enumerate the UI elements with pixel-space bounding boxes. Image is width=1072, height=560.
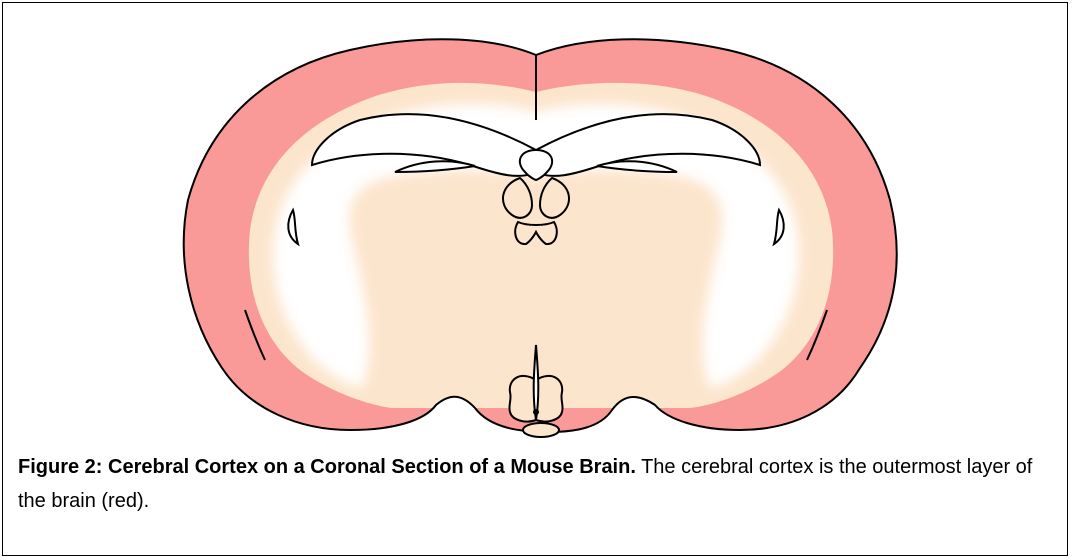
brain-coronal-section-diagram	[0, 0, 1072, 440]
median-slit	[534, 345, 539, 420]
ventral-structure	[523, 423, 559, 437]
median-dot	[533, 409, 539, 415]
figure-caption: Figure 2: Cerebral Cortex on a Coronal S…	[18, 450, 1058, 518]
caption-title: Figure 2: Cerebral Cortex on a Coronal S…	[18, 456, 636, 478]
